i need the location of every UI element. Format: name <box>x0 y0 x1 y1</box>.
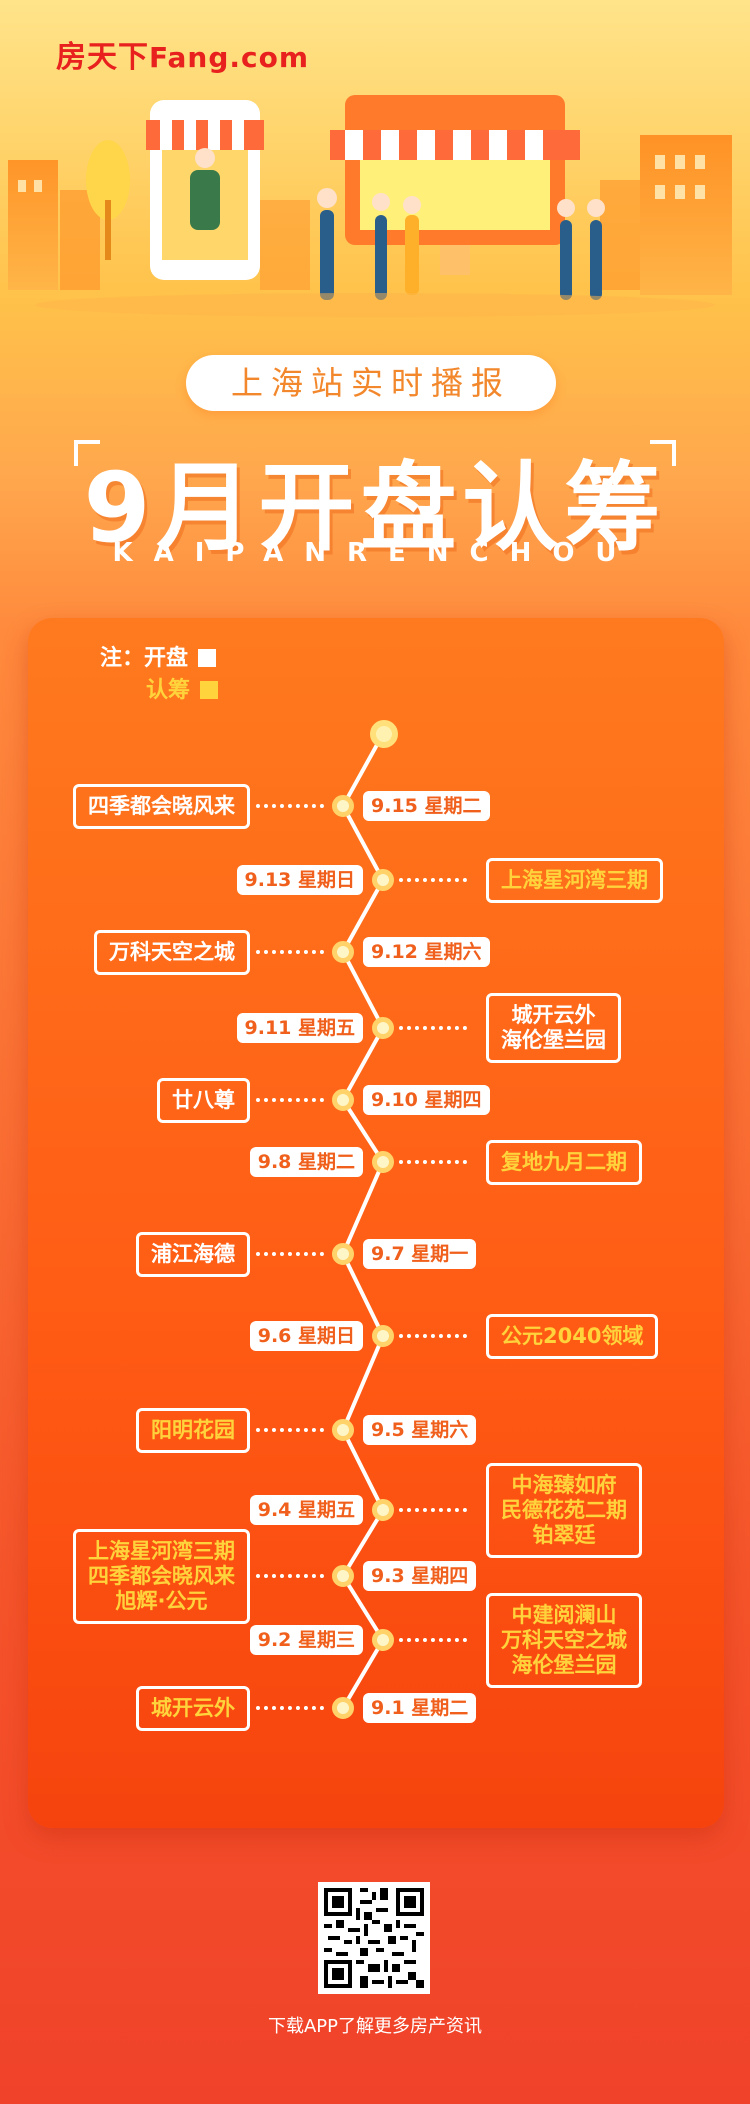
timeline-path <box>340 733 386 1710</box>
timeline-date: 9.15 星期二 <box>363 791 490 821</box>
page-subtitle: KAIPANRENCHOU <box>112 538 638 568</box>
timeline-node <box>332 795 354 817</box>
timeline-date: 9.7 星期一 <box>363 1239 477 1269</box>
timeline-node <box>372 1629 394 1651</box>
timeline-node <box>332 941 354 963</box>
project-box[interactable]: 上海星河湾三期 <box>486 857 663 903</box>
timeline-date: 9.10 星期四 <box>363 1085 490 1115</box>
project-box[interactable]: 城开云外 <box>136 1685 250 1731</box>
timeline-connector <box>256 1252 324 1256</box>
timeline-connector <box>399 1026 467 1030</box>
project-box[interactable]: 万科天空之城 <box>94 929 250 975</box>
timeline-connector <box>256 1574 324 1578</box>
timeline-date: 9.13 星期日 <box>236 865 363 895</box>
project-box[interactable]: 廿八尊 <box>157 1077 250 1123</box>
timeline-node <box>372 1151 394 1173</box>
timeline-date: 9.8 星期二 <box>249 1147 363 1177</box>
project-box[interactable]: 城开云外 海伦堡兰园 <box>486 993 621 1063</box>
timeline-date: 9.2 星期三 <box>249 1625 363 1655</box>
legend-open-label: 开盘 <box>144 646 189 671</box>
timeline-node <box>332 1243 354 1265</box>
project-box[interactable]: 上海星河湾三期 四季都会晓风来 旭辉·公元 <box>73 1528 250 1624</box>
legend-subscribe: 认筹 <box>146 672 219 704</box>
timeline-date: 9.4 星期五 <box>249 1495 363 1525</box>
project-box[interactable]: 复地九月二期 <box>486 1139 642 1185</box>
timeline-connector <box>256 950 324 954</box>
timeline-connector <box>256 804 324 808</box>
legend-open: 注：开盘 <box>100 640 217 672</box>
timeline-date: 9.1 星期二 <box>363 1693 477 1723</box>
title-bracket-left <box>74 440 100 466</box>
timeline-date: 9.3 星期四 <box>363 1561 477 1591</box>
timeline-connector <box>399 1334 467 1338</box>
timeline-date: 9.12 星期六 <box>363 937 490 967</box>
project-box[interactable]: 四季都会晓风来 <box>73 783 250 829</box>
brand-logo: 房天下Fang.com <box>56 32 309 76</box>
project-box[interactable]: 中海臻如府 民德花苑二期 铂翠廷 <box>486 1462 642 1558</box>
timeline-node <box>372 869 394 891</box>
timeline-node <box>332 1089 354 1111</box>
timeline-node <box>372 1017 394 1039</box>
timeline-date: 9.5 星期六 <box>363 1415 477 1445</box>
timeline-node <box>372 1499 394 1521</box>
page-title: 9月开盘认筹 <box>83 452 667 564</box>
timeline-connector <box>256 1098 324 1102</box>
city-illustration <box>8 95 732 317</box>
timeline-date: 9.11 星期五 <box>236 1013 363 1043</box>
timeline-date: 9.6 星期日 <box>249 1321 363 1351</box>
legend-open-swatch <box>198 649 217 667</box>
timeline-node <box>332 1697 354 1719</box>
timeline-start-node <box>370 720 398 748</box>
qr-code[interactable] <box>318 1882 430 1994</box>
project-box[interactable]: 中建阅澜山 万科天空之城 海伦堡兰园 <box>486 1592 642 1688</box>
timeline-connector <box>399 1638 467 1642</box>
project-box[interactable]: 公元2040领域 <box>486 1313 659 1359</box>
timeline-node <box>372 1325 394 1347</box>
legend-prefix: 注： <box>100 646 145 671</box>
timeline-node <box>332 1419 354 1441</box>
legend-subscribe-swatch <box>200 681 219 699</box>
project-box[interactable]: 浦江海德 <box>136 1231 250 1277</box>
timeline-connector <box>256 1706 324 1710</box>
timeline-connector <box>399 1160 467 1164</box>
brand-logo-cn: 房天下 <box>56 40 149 75</box>
timeline-connector <box>399 878 467 882</box>
legend-subscribe-label: 认筹 <box>146 678 191 703</box>
footer-download-text: 下载APP了解更多房产资讯 <box>267 2016 483 2037</box>
title-bracket-right <box>650 440 676 466</box>
timeline-node <box>332 1565 354 1587</box>
station-broadcast-pill: 上海站实时播报 <box>186 355 556 411</box>
project-box[interactable]: 阳明花园 <box>136 1407 250 1453</box>
timeline-connector <box>399 1508 467 1512</box>
brand-logo-en: Fang.com <box>149 41 310 74</box>
timeline-connector <box>256 1428 324 1432</box>
